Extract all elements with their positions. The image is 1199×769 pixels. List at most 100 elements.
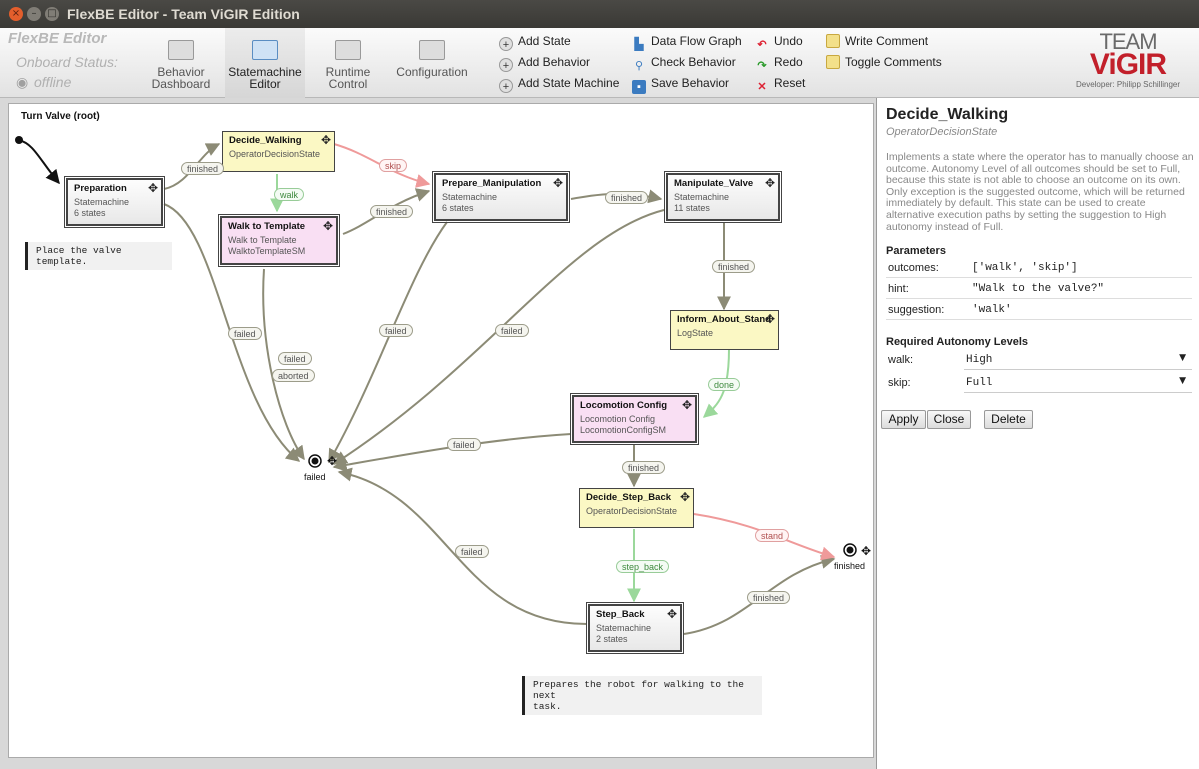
move-icon[interactable]: ✥: [764, 312, 775, 326]
parameter-row-suggestion[interactable]: suggestion: 'walk': [886, 301, 1192, 320]
dashboard-icon: [168, 40, 194, 60]
comment-icon: [826, 34, 840, 48]
logo-line-vigir: ViGIR: [1089, 48, 1167, 81]
tab-label: Statemachine: [228, 65, 302, 79]
close-button[interactable]: Close: [927, 410, 971, 429]
state-locomotion-config[interactable]: ✥ Locomotion Config Locomotion Config Lo…: [570, 393, 699, 445]
state-prepare-manipulation[interactable]: ✥ Prepare_Manipulation Statemachine 6 st…: [432, 171, 570, 223]
state-name: Preparation: [74, 183, 127, 194]
state-info: 6 states: [442, 203, 474, 213]
state-type: OperatorDecisionState: [229, 149, 321, 159]
editor-icon: [252, 40, 278, 60]
comment-note[interactable]: Place the valve template.: [25, 242, 172, 270]
reset-label: Reset: [774, 76, 806, 90]
parameter-value[interactable]: ['walk', 'skip']: [972, 262, 1078, 274]
note-line: task.: [533, 701, 562, 712]
transition-label[interactable]: finished: [712, 260, 756, 273]
state-decide-step-back[interactable]: ✥ Decide_Step_Back OperatorDecisionState: [579, 488, 694, 528]
window-minimize-button[interactable]: –: [27, 7, 41, 21]
move-icon[interactable]: ✥: [322, 219, 333, 233]
add-behavior-button[interactable]: +Add Behavior: [499, 54, 590, 72]
move-icon[interactable]: ✥: [679, 490, 690, 504]
tab-runtime-control[interactable]: Runtime Control: [308, 28, 388, 98]
toggle-comments-button[interactable]: Toggle Comments: [826, 54, 942, 70]
transition-label[interactable]: failed: [447, 438, 481, 451]
window-title: FlexBE Editor - Team ViGIR Edition: [67, 6, 300, 22]
parameter-row-outcomes[interactable]: outcomes: ['walk', 'skip']: [886, 259, 1192, 278]
add-state-machine-label: Add State Machine: [518, 76, 620, 90]
move-icon[interactable]: ✥: [552, 176, 563, 190]
save-behavior-button[interactable]: ▪Save Behavior: [632, 75, 729, 94]
transition-label[interactable]: done: [708, 378, 741, 391]
toolbar: FlexBE Editor Onboard Status: ◉offline B…: [0, 28, 1199, 98]
transition-label[interactable]: stand: [755, 529, 790, 542]
add-state-machine-button[interactable]: +Add State Machine: [499, 75, 620, 93]
state-type: Statemachine: [596, 623, 652, 633]
move-icon[interactable]: ✥: [147, 181, 158, 195]
transition-label[interactable]: step_back: [616, 560, 670, 573]
check-behavior-button[interactable]: ⚲ Check Behavior: [632, 54, 736, 72]
undo-button[interactable]: ↶Undo: [755, 33, 802, 51]
parameter-value[interactable]: 'walk': [972, 304, 1012, 316]
state-type: Statemachine: [442, 192, 498, 202]
onboard-status-label: Onboard Status:: [16, 54, 118, 70]
transition-label[interactable]: failed: [278, 352, 312, 365]
state-name: Manipulate_Valve: [674, 178, 754, 189]
search-icon: ⚲: [634, 60, 644, 72]
state-walk-to-template[interactable]: ✥ Walk to Template Walk to Template Walk…: [218, 214, 340, 267]
move-icon[interactable]: ✥: [681, 398, 692, 412]
apply-button[interactable]: Apply: [881, 410, 926, 429]
transition-label[interactable]: failed: [455, 545, 489, 558]
transition-label[interactable]: finished: [181, 162, 225, 175]
state-inform-about-stand[interactable]: ✥ Inform_About_Stand LogState: [670, 310, 779, 350]
state-step-back[interactable]: ✥ Step_Back Statemachine 2 states: [586, 602, 684, 654]
transition-label[interactable]: failed: [379, 324, 413, 337]
statemachine-canvas[interactable]: Turn Valve (root) ✥ Preparation Statemac…: [8, 103, 874, 758]
transition-label[interactable]: finished: [622, 461, 666, 474]
transition-label[interactable]: finished: [370, 205, 414, 218]
redo-icon: ↷: [757, 60, 767, 72]
parameter-key: hint:: [888, 283, 909, 295]
add-state-button[interactable]: +Add State: [499, 33, 571, 51]
delete-button[interactable]: Delete: [984, 410, 1033, 429]
move-icon[interactable]: ✥: [764, 176, 775, 190]
tab-behavior-dashboard[interactable]: Behavior Dashboard: [141, 28, 221, 98]
transition-label[interactable]: aborted: [272, 369, 315, 382]
transition-label[interactable]: skip: [379, 159, 408, 172]
autonomy-key: skip:: [888, 377, 911, 389]
tab-label: Behavior: [157, 65, 205, 79]
redo-button[interactable]: ↷Redo: [755, 54, 802, 72]
reset-button[interactable]: ✕Reset: [755, 75, 806, 93]
transition-label[interactable]: failed: [495, 324, 529, 337]
tab-configuration[interactable]: Configuration: [392, 28, 472, 98]
state-name: Decide_Step_Back: [586, 492, 672, 503]
move-icon[interactable]: ✥: [320, 133, 331, 147]
state-info: WalktoTemplateSM: [228, 246, 306, 256]
window-maximize-button[interactable]: □: [45, 7, 59, 21]
transition-label[interactable]: failed: [228, 327, 262, 340]
move-icon[interactable]: ✥: [861, 544, 872, 558]
check-behavior-label: Check Behavior: [651, 55, 736, 69]
parameter-value[interactable]: "Walk to the valve?": [972, 283, 1105, 295]
state-decide-walking[interactable]: ✥ Decide_Walking OperatorDecisionState: [222, 131, 335, 172]
move-icon[interactable]: ✥: [666, 607, 677, 621]
move-icon[interactable]: ✥: [327, 454, 338, 468]
comment-note[interactable]: Prepares the robot for walking to the ne…: [522, 676, 762, 715]
window-close-button[interactable]: ×: [9, 7, 23, 21]
autonomy-select-walk[interactable]: High ▼: [964, 350, 1192, 370]
tab-statemachine-editor[interactable]: Statemachine Editor: [225, 28, 305, 98]
transition-label[interactable]: finished: [605, 191, 649, 204]
parameter-row-hint[interactable]: hint: "Walk to the valve?": [886, 280, 1192, 299]
autonomy-select-skip[interactable]: Full ▼: [964, 373, 1192, 393]
panel-description: Implements a state where the operator ha…: [886, 151, 1194, 233]
transition-label[interactable]: walk: [274, 188, 305, 201]
tab-label: Editor: [249, 77, 281, 91]
write-comment-button[interactable]: Write Comment: [826, 33, 928, 49]
state-preparation[interactable]: ✥ Preparation Statemachine 6 states: [64, 176, 165, 228]
gear-icon: [419, 40, 445, 60]
data-flow-graph-button[interactable]: ▙Data Flow Graph: [632, 33, 741, 51]
state-manipulate-valve[interactable]: ✥ Manipulate_Valve Statemachine 11 state…: [664, 171, 782, 223]
state-name: Prepare_Manipulation: [442, 178, 542, 189]
panel-state-class: OperatorDecisionState: [886, 126, 998, 138]
transition-label[interactable]: finished: [747, 591, 791, 604]
